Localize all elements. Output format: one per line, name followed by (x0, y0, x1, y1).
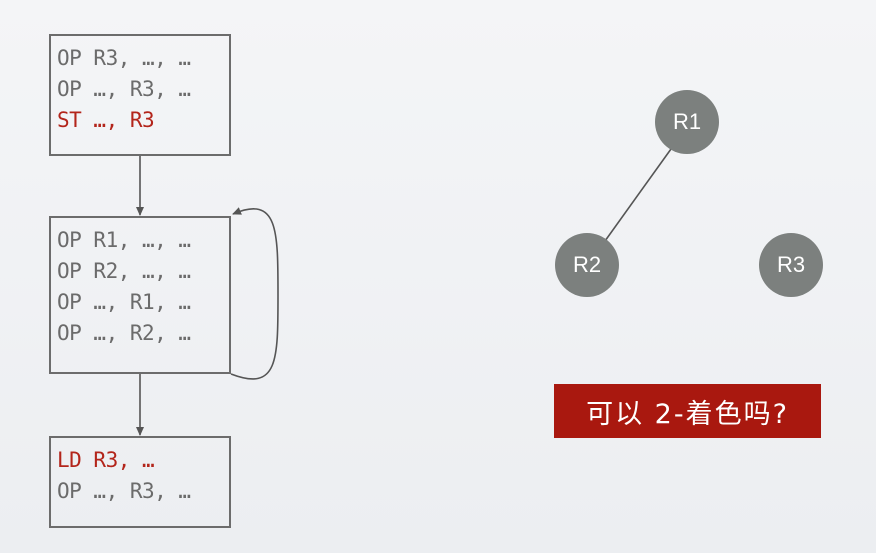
code-block-2: OP R1, …, … OP R2, …, … OP …, R1, … OP …… (49, 216, 231, 374)
code-line: OP R2, …, … (57, 259, 191, 283)
edge-r1-r2 (604, 148, 672, 242)
code-line: OP R3, …, … (57, 46, 191, 70)
code-block-1: OP R3, …, … OP …, R3, … ST …, R3 (49, 34, 231, 156)
code-line-store: ST …, R3 (57, 108, 155, 132)
graph-node-r1: R1 (655, 90, 719, 154)
code-line: OP …, R3, … (57, 479, 191, 503)
loop-arrow-block2 (230, 207, 279, 380)
code-line: OP …, R3, … (57, 77, 191, 101)
graph-node-r3: R3 (759, 233, 823, 297)
code-block-3: LD R3, … OP …, R3, … (49, 436, 231, 528)
code-line: OP …, R2, … (57, 321, 191, 345)
graph-node-r2: R2 (555, 233, 619, 297)
code-line-load: LD R3, … (57, 448, 155, 472)
code-line: OP …, R1, … (57, 290, 191, 314)
question-label: 可以 2-着色吗? (554, 384, 821, 438)
code-line: OP R1, …, … (57, 228, 191, 252)
